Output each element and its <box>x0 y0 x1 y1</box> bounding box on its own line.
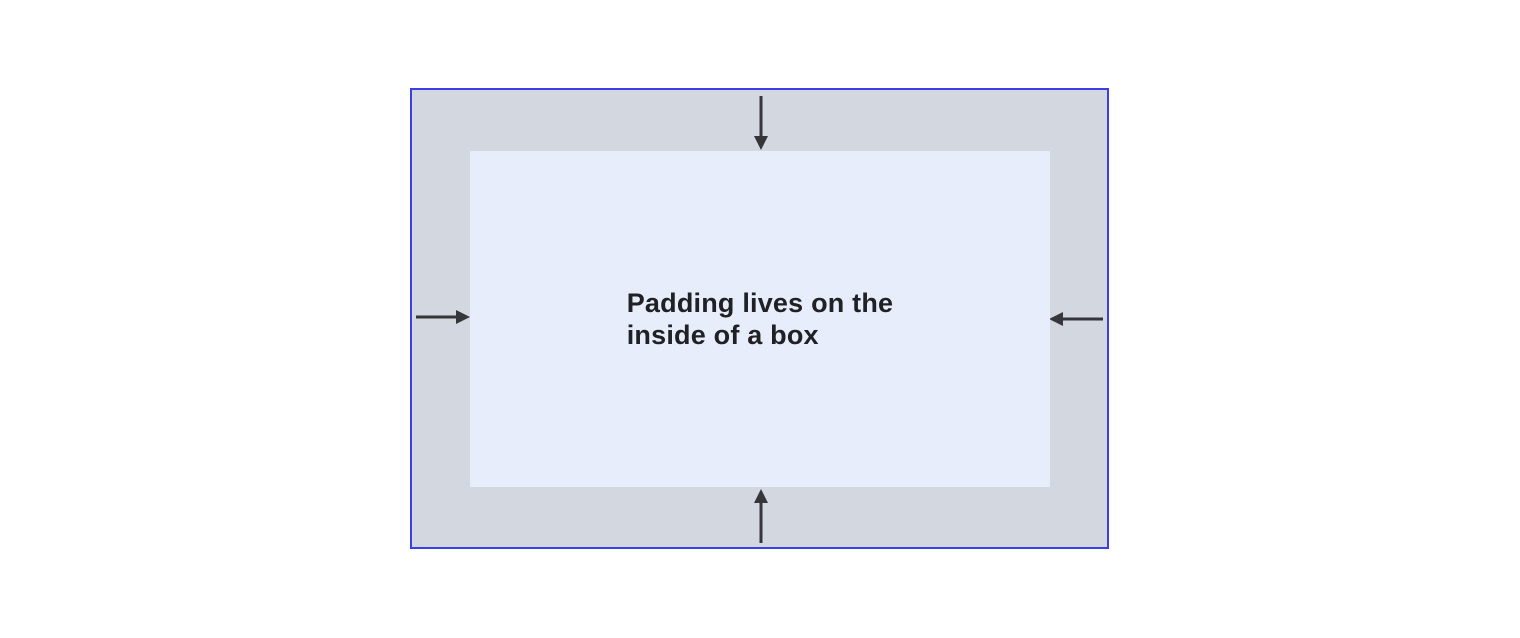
diagram-label: Padding lives on the inside of a box <box>627 287 894 351</box>
arrow-right-icon <box>416 309 470 325</box>
arrow-left-icon <box>1049 311 1103 327</box>
arrow-down-icon <box>753 96 769 150</box>
diagram-label-line2: inside of a box <box>626 320 819 350</box>
padding-box: Padding lives on the inside of a box <box>410 88 1109 549</box>
arrow-up-icon <box>753 489 769 543</box>
content-box: Padding lives on the inside of a box <box>470 151 1050 487</box>
diagram-label-line1: Padding lives on the <box>626 288 894 318</box>
